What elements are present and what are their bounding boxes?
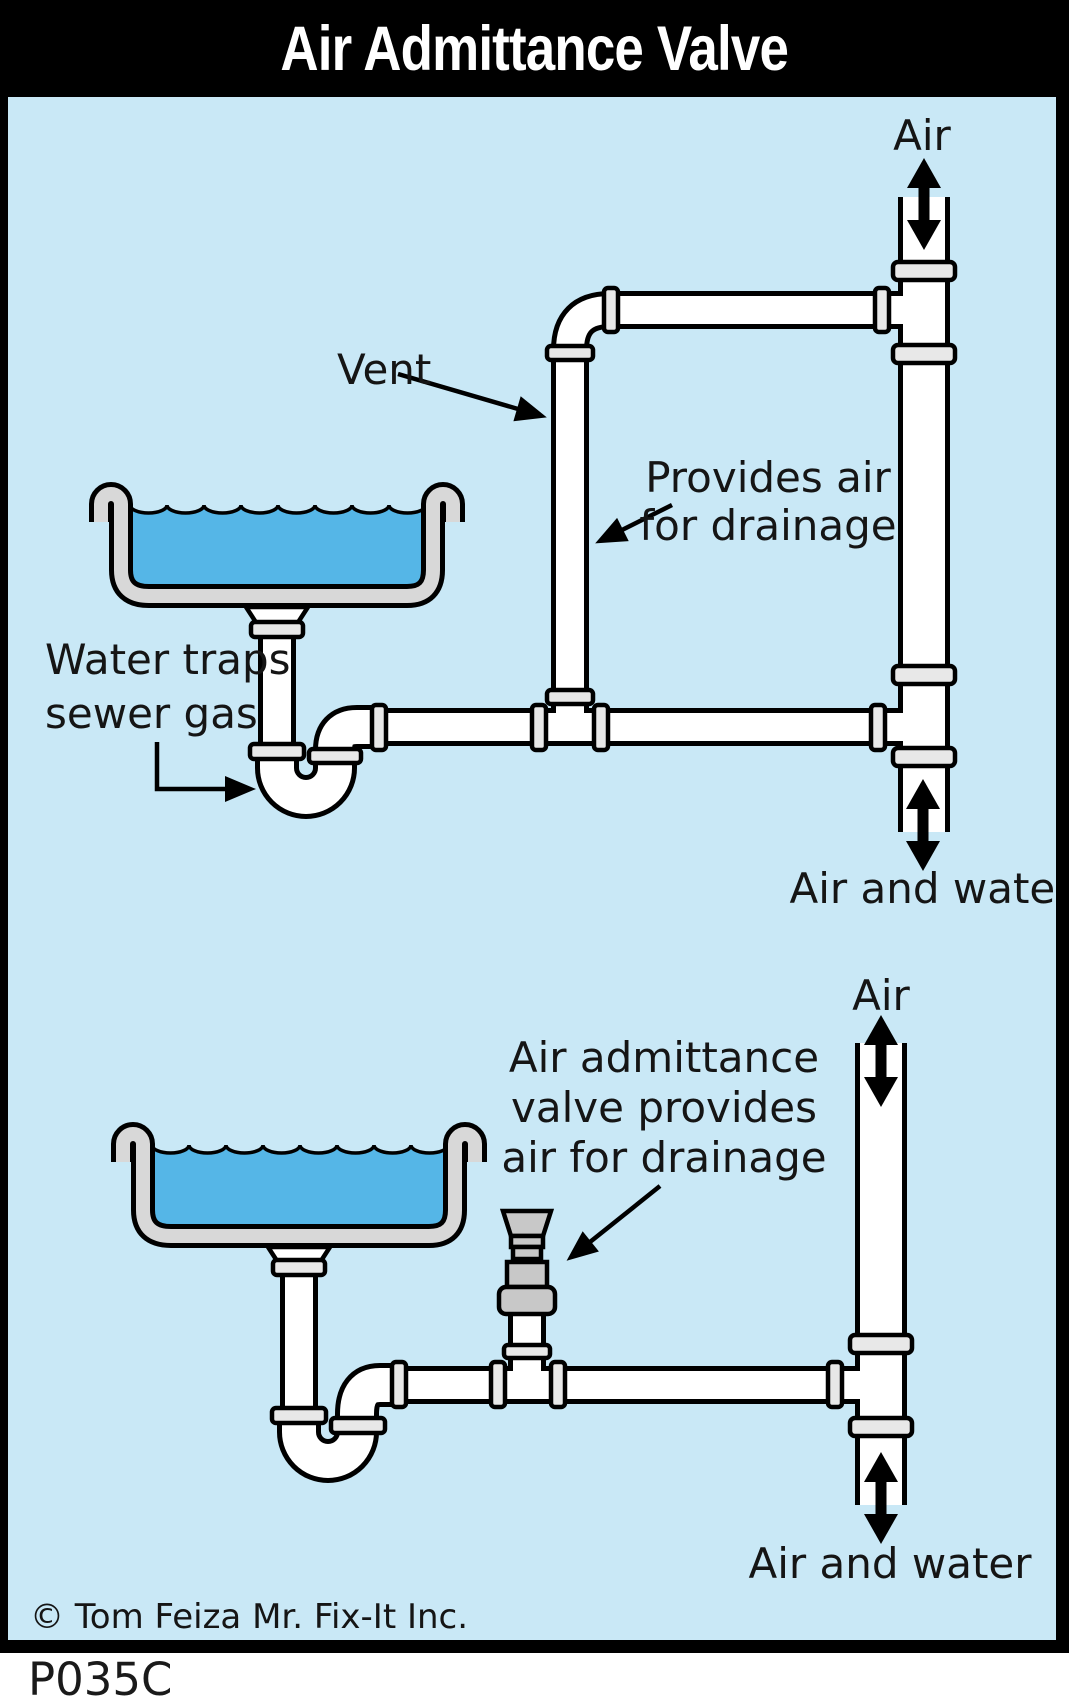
pipe-coupling [389, 1359, 409, 1410]
water-traps-label-line1: Water traps [45, 635, 291, 684]
trap-coupling [247, 741, 307, 762]
vent-pointer-arrow [397, 371, 547, 422]
bottom-diagram-air-admittance-valve: Air Air admittance valve provides air fo… [111, 971, 1032, 1588]
aav-pointer-arrow [566, 1184, 662, 1261]
pipe-coupling [601, 285, 621, 335]
water-traps-pointer-arrow [154, 742, 256, 802]
aav-nut [496, 1284, 558, 1317]
air-and-water-label: Air and water [748, 1539, 1032, 1588]
aav-cap [499, 1208, 555, 1239]
provides-air-label-line1: Provides air [645, 453, 891, 502]
title-bar: Air Admittance Valve [0, 0, 1069, 97]
footer-strip: P035C [0, 1653, 1069, 1706]
aav-note-line3: air for drainage [501, 1133, 826, 1182]
plumbing-diagram: Air Vent Provides air for drainage Water… [30, 111, 1056, 1637]
tee-hub-band [872, 285, 892, 335]
trap-coupling [269, 1405, 329, 1426]
air-label: Air [852, 971, 910, 1020]
sink [111, 1122, 487, 1248]
tee-hub-band [825, 1359, 845, 1410]
tee-hub-band [529, 702, 549, 753]
stack-coupling [890, 259, 958, 283]
vent-coupling [544, 687, 596, 707]
stack-coupling [890, 342, 958, 366]
trap-coupling [306, 746, 364, 766]
provides-air-pointer-arrow [595, 502, 674, 544]
stack-coupling [890, 745, 958, 769]
water-surface [128, 504, 428, 515]
trap-coupling [328, 1415, 388, 1436]
water-traps-label-line2: sewer gas [45, 689, 258, 738]
tee-hub-band [591, 702, 611, 753]
panel-frame: Air Vent Provides air for drainage Water… [0, 97, 1069, 1653]
sink-water [130, 505, 426, 588]
sink [89, 482, 465, 608]
tailpiece-coupling [270, 1257, 328, 1278]
aav-stub-coupling [501, 1342, 553, 1361]
pipe-coupling [369, 702, 389, 753]
page-title: Air Admittance Valve [280, 13, 790, 84]
tailpiece-coupling [248, 619, 306, 640]
stack-coupling [890, 663, 958, 687]
tee-hub-band [868, 702, 888, 753]
air-admittance-valve [496, 1208, 558, 1317]
tee-hub-band [488, 1359, 508, 1410]
aav-body [504, 1259, 550, 1290]
top-diagram-conventional-vent: Air Vent Provides air for drainage Water… [45, 111, 1056, 913]
stack-coupling [847, 1332, 915, 1356]
sink-water [152, 1145, 448, 1228]
copyright-notice: © Tom Feiza Mr. Fix-It Inc. [30, 1597, 468, 1637]
vent-label: Vent [337, 345, 431, 394]
aav-ring [510, 1244, 544, 1262]
vent-coupling [544, 343, 596, 363]
stack-coupling [847, 1415, 915, 1439]
air-label: Air [893, 111, 951, 160]
aav-note-line2: valve provides [511, 1083, 817, 1132]
figure-code: P035C [28, 1653, 173, 1706]
aav-note-line1: Air admittance [509, 1033, 819, 1082]
provides-air-label-line2: for drainage [639, 501, 896, 550]
air-and-water-label: Air and water [789, 864, 1056, 913]
diagram-panel: Air Vent Provides air for drainage Water… [8, 97, 1056, 1640]
water-surface [150, 1144, 450, 1155]
tee-hub-band [548, 1359, 568, 1410]
